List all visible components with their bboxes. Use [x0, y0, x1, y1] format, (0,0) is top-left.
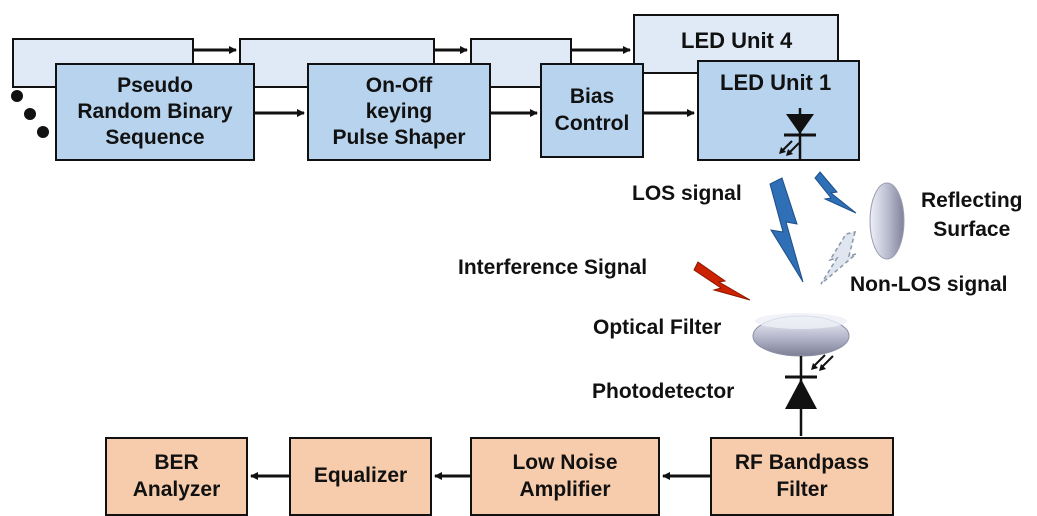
stack-dot-3 [37, 126, 49, 138]
stack-dot-1 [11, 90, 23, 102]
reflecting-surface-shape [869, 182, 905, 260]
equalizer-block: Equalizer [289, 437, 432, 516]
los-signal-bolt-icon [769, 177, 804, 283]
rf-bandpass-filter-block: RF Bandpass Filter [710, 437, 894, 516]
los-signal-label: LOS signal [632, 182, 742, 205]
prbs-block: Pseudo Random Binary Sequence [55, 63, 255, 161]
led-unit-4-label: LED Unit 4 [681, 28, 793, 53]
ook-pulse-shaper-block: On-Off keying Pulse Shaper [307, 63, 491, 161]
reflect-bolt-icon [814, 171, 857, 214]
low-noise-amplifier-block: Low Noise Amplifier [470, 437, 660, 516]
led-unit-1-block: LED Unit 1 [697, 60, 860, 161]
reflecting-surface-label: Reflecting Surface [921, 189, 1023, 242]
interference-bolt-icon [693, 261, 751, 301]
stack-dot-2 [24, 108, 36, 120]
photodetector-label: Photodetector [592, 380, 735, 403]
bias-control-block: Bias Control [540, 63, 644, 158]
non-los-signal-label: Non-LOS signal [850, 273, 1008, 296]
optical-filter-shape [752, 313, 850, 357]
optical-filter-label: Optical Filter [593, 316, 722, 339]
photodetector-icon [785, 354, 834, 436]
led-unit-1-label: LED Unit 1 [720, 70, 832, 95]
ber-analyzer-block: BER Analyzer [105, 437, 248, 516]
interference-signal-label: Interference Signal [458, 256, 648, 279]
